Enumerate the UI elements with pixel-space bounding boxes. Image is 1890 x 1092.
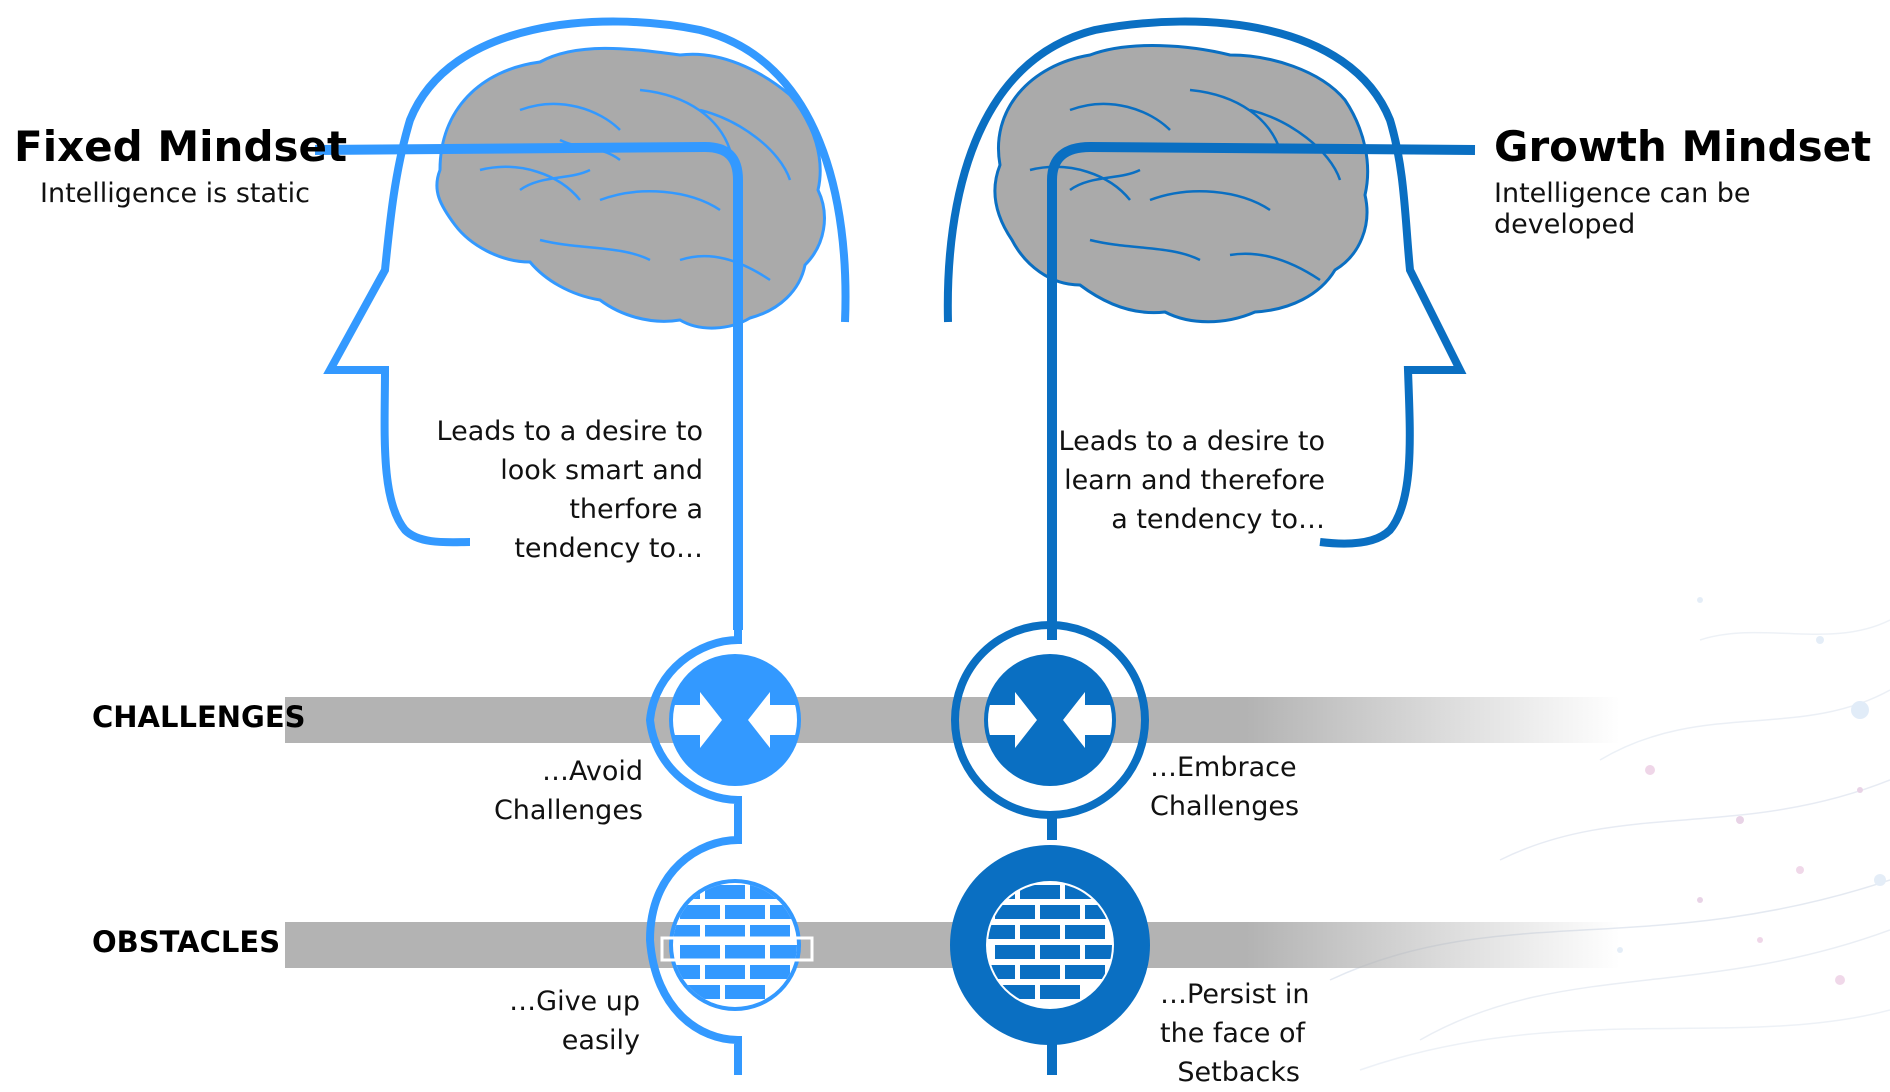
fixed-desire-line: tendency to…: [514, 533, 703, 564]
growth-desire-line: a tendency to…: [1111, 504, 1325, 535]
response-line: …Embrace: [1150, 752, 1297, 783]
fixed-obstacles-response: …Give up easily: [509, 982, 640, 1060]
fixed-desire-text: Leads to a desire to look smart and ther…: [437, 412, 703, 568]
network-background: [1329, 597, 1890, 1071]
fixed-arrows-converging-icon: [673, 692, 797, 748]
response-line: easily: [561, 1025, 640, 1056]
growth-subtitle: Intelligence can be developed: [1494, 178, 1751, 240]
fixed-brain-icon: [435, 46, 826, 330]
growth-head: [943, 17, 1476, 1075]
growth-brain-icon: [993, 44, 1370, 324]
response-line: Challenges: [493, 795, 643, 826]
fixed-desire-line: look smart and: [500, 455, 703, 486]
fixed-head: [314, 17, 850, 1075]
response-line: Setbacks: [1177, 1057, 1300, 1088]
obstacles-label: OBSTACLES: [92, 925, 281, 959]
response-line: …Avoid: [541, 756, 643, 787]
fixed-challenges-response: …Avoid Challenges: [494, 752, 643, 830]
growth-desire-line: learn and therefore: [1064, 465, 1325, 496]
response-line: …Persist in: [1160, 979, 1310, 1010]
growth-title: Growth Mindset: [1494, 122, 1872, 171]
growth-desire-line: Leads to a desire to: [1058, 426, 1325, 457]
fixed-title: Fixed Mindset: [14, 122, 348, 171]
response-line: Challenges: [1150, 791, 1300, 822]
challenges-label: CHALLENGES: [92, 700, 306, 734]
growth-arrows-converging-icon: [988, 692, 1112, 748]
response-line: the face of: [1160, 1018, 1306, 1049]
response-line: …Give up: [509, 986, 640, 1017]
fixed-subtitle: Intelligence is static: [40, 178, 310, 209]
growth-obstacles-response: …Persist in the face of Setbacks: [1160, 975, 1310, 1092]
fixed-desire-line: Leads to a desire to: [436, 416, 703, 447]
growth-desire-text: Leads to a desire to learn and therefore…: [1059, 422, 1325, 539]
growth-challenges-response: …Embrace Challenges: [1150, 748, 1299, 826]
fixed-desire-line: therfore a: [569, 494, 703, 525]
